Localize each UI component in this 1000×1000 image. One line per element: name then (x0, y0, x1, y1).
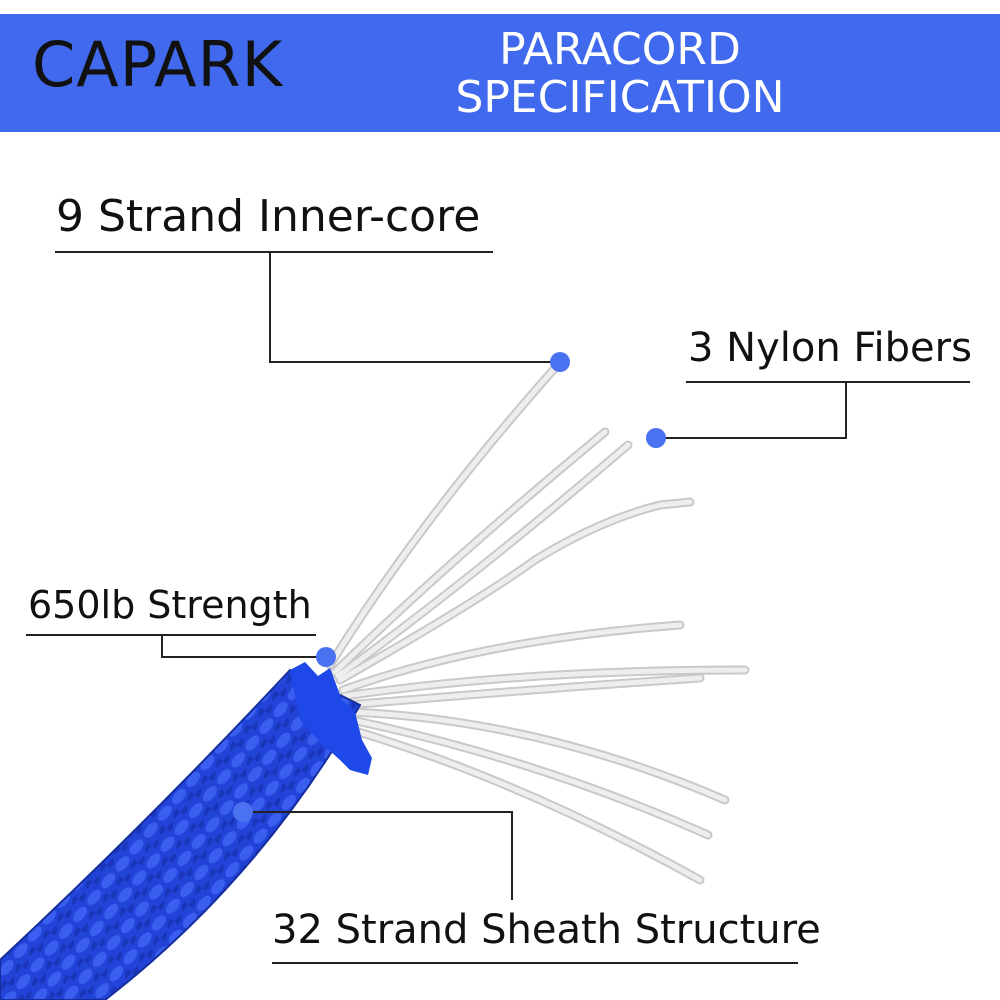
brand-name: CAPARK (32, 28, 284, 101)
strength-label: 650lb Strength (28, 583, 312, 627)
spec-title-line-1: PARACORD (499, 24, 741, 75)
inner-core-strands (325, 363, 750, 885)
header-banner (0, 14, 1000, 132)
nylon-fibers-label: 3 Nylon Fibers (688, 325, 972, 371)
spec-title-line-2: SPECIFICATION (455, 72, 785, 123)
sheath-cord (0, 668, 362, 1000)
spec-title: PARACORD SPECIFICATION (420, 26, 820, 122)
nylon-fibers-marker-dot (646, 428, 666, 448)
leader-lines (26, 251, 970, 964)
sheath-frayed-end (290, 662, 372, 775)
sheath-label: 32 Strand Sheath Structure (272, 907, 821, 953)
inner-core-label: 9 Strand Inner-core (56, 191, 481, 242)
inner-core-marker-dot (550, 352, 570, 372)
strength-marker-dot (316, 647, 336, 667)
sheath-marker-dot (233, 802, 253, 822)
